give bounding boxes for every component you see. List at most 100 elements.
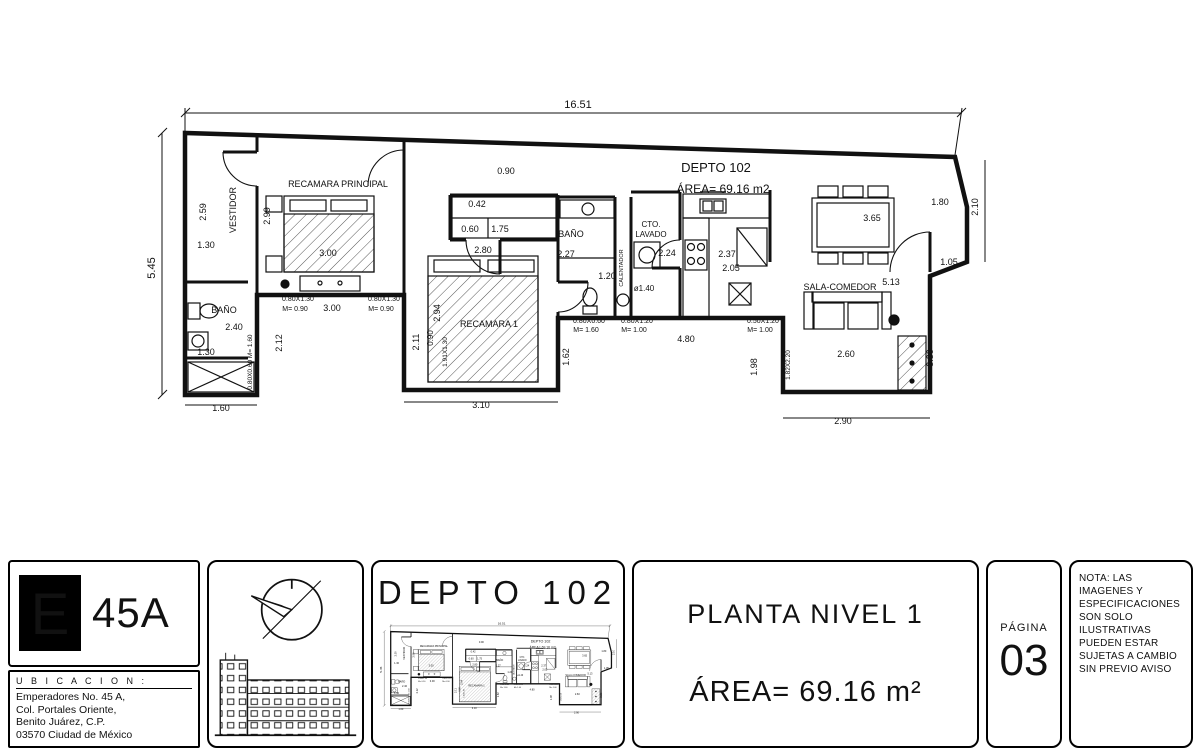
dimension-label: 1.30 xyxy=(197,240,215,250)
dimension-label: 0.80X1.30 xyxy=(368,296,400,303)
pagina-label: PÁGINA xyxy=(1000,622,1048,634)
bed-principal xyxy=(265,195,375,292)
dimension-label: M= 1.60 xyxy=(573,327,599,334)
logo-address-panel: E 45A U B I C A C I O N : Emperadores No… xyxy=(8,560,200,748)
logo-number: 45A xyxy=(92,589,170,637)
area-text: ÁREA= 69.16 m² xyxy=(689,676,922,708)
dimension-label: 0.60 xyxy=(461,224,479,234)
ubicacion-label: U B I C A C I O N : xyxy=(16,676,192,689)
dimension-label: 2.90 xyxy=(834,416,852,426)
unit-thumbnail xyxy=(378,620,618,716)
room-label: RECAMARA 1 xyxy=(460,319,518,329)
dimension-label: 1.30 xyxy=(197,347,215,357)
address-line: Benito Juárez, C.P. xyxy=(16,716,106,729)
dimension-label: 2.99 xyxy=(262,207,272,225)
address-box: U B I C A C I O N : Emperadores No. 45 A… xyxy=(8,669,200,748)
furniture xyxy=(187,185,927,393)
room-label: CALENTADOR xyxy=(619,249,625,286)
kitchen-fixtures xyxy=(682,193,771,319)
dimension-label: M= 1.00 xyxy=(621,327,647,334)
dimension-label: 1.91X1.30 xyxy=(442,337,449,367)
page-panel: PÁGINA 03 xyxy=(986,560,1062,748)
dimension-label: 5.13 xyxy=(882,277,900,287)
room-label: RECAMARA PRINCIPAL xyxy=(288,179,388,189)
room-label: SALA-COMEDOR xyxy=(803,282,877,292)
dimension-label: 2.27 xyxy=(557,249,575,259)
dimension-label: 0.80X1.30 xyxy=(282,296,314,303)
note-panel: NOTA: LAS IMAGENES Y ESPECIFICACIONES SO… xyxy=(1069,560,1193,748)
dimension-label: M= 0.90 xyxy=(282,306,308,313)
dimension-label: 1.98 xyxy=(749,358,759,376)
dimension-lines xyxy=(157,107,986,419)
plant-icons xyxy=(280,279,900,326)
dimension-label: 1.80 xyxy=(931,197,949,207)
dimension-label: 2.24 xyxy=(658,248,676,258)
note-text: NOTA: LAS IMAGENES Y ESPECIFICACIONES SO… xyxy=(1079,573,1180,675)
room-label: VESTIDOR xyxy=(228,187,238,234)
dimension-label: 16.51 xyxy=(564,99,592,111)
dimension-label: 1.75 xyxy=(491,224,509,234)
dimension-label: 0.90 xyxy=(497,166,515,176)
compass-icon xyxy=(250,578,323,641)
dimension-label: 1.82X2.20 xyxy=(785,350,792,380)
compass-elevation-panel xyxy=(207,560,364,748)
address-line: Col. Portales Oriente, xyxy=(16,703,117,716)
room-label: BAÑO xyxy=(558,229,584,239)
dimension-label: 5.45 xyxy=(146,257,158,278)
logo-mark: E xyxy=(19,575,81,652)
dining-set xyxy=(811,185,895,265)
dimension-label: 2.94 xyxy=(432,304,442,322)
address-line: 03570 Ciudad de México xyxy=(16,729,133,742)
dimension-label: 2.40 xyxy=(225,322,243,332)
outer-walls xyxy=(182,130,970,398)
room-label: BAÑO xyxy=(211,305,237,315)
bed-recamara1 xyxy=(427,255,539,383)
sofa xyxy=(803,291,892,330)
dimension-label: 2.59 xyxy=(198,203,208,221)
dimension-label: 0.80X0.60 xyxy=(573,318,605,325)
bathroom-mid-fixtures xyxy=(559,199,615,315)
dimension-label: 0.80X1.20 xyxy=(621,318,653,325)
dimension-label: 0.50X1.20 xyxy=(747,318,779,325)
dimension-label: 2.80 xyxy=(474,245,492,255)
dimension-label: 2.12 xyxy=(274,334,284,352)
plan-title: DEPTO 102 xyxy=(681,160,751,175)
dimension-label: 0.80X0.60 M= 1.60 xyxy=(247,334,254,389)
level-title: PLANTA NIVEL 1 xyxy=(687,599,924,629)
unit-panel: DEPTO 102 xyxy=(371,560,625,748)
dimension-label: M= 0.90 xyxy=(368,306,394,313)
bathroom-left-fixtures xyxy=(187,302,255,393)
title-block: E 45A U B I C A C I O N : Emperadores No… xyxy=(8,560,1194,748)
unit-title: DEPTO 102 xyxy=(377,574,619,611)
dimension-label: 3.30 xyxy=(925,349,935,367)
room-label: LAVADO xyxy=(635,230,666,239)
svg-text:E: E xyxy=(31,582,70,647)
building-elevation xyxy=(214,652,357,737)
dimension-label: 2.05 xyxy=(722,263,740,273)
dimension-label: 2.37 xyxy=(718,249,736,259)
closet xyxy=(451,196,557,239)
dimension-label: 3.00 xyxy=(323,303,341,313)
dimension-label: 1.60 xyxy=(212,403,230,413)
logo-box: E 45A xyxy=(8,560,200,667)
tv-cabinet xyxy=(897,335,927,391)
dimension-label: 1.20 xyxy=(598,271,616,281)
dimension-label: 2.11 xyxy=(411,334,421,351)
level-panel: PLANTA NIVEL 1 ÁREA= 69.16 m² xyxy=(632,560,979,748)
dimension-label: 2.60 xyxy=(837,349,855,359)
dimension-label: 1.62 xyxy=(561,348,571,366)
address-line: Emperadores No. 45 A, xyxy=(16,690,126,703)
dimension-label: 0.42 xyxy=(468,199,486,209)
dimension-label: 4.80 xyxy=(677,334,695,344)
dimension-label: 2.10 xyxy=(970,198,980,216)
dimension-label: M= 1.00 xyxy=(747,327,773,334)
plan-area: ÁREA= 69.16 m2 xyxy=(676,181,769,196)
dimension-label: 3.10 xyxy=(472,400,490,410)
dimension-label: ø1.40 xyxy=(634,284,655,293)
interior-walls xyxy=(185,137,772,360)
laundry-fixtures xyxy=(616,241,661,307)
dimension-label: 1.05 xyxy=(940,257,958,267)
dimension-label: 3.00 xyxy=(319,248,337,258)
